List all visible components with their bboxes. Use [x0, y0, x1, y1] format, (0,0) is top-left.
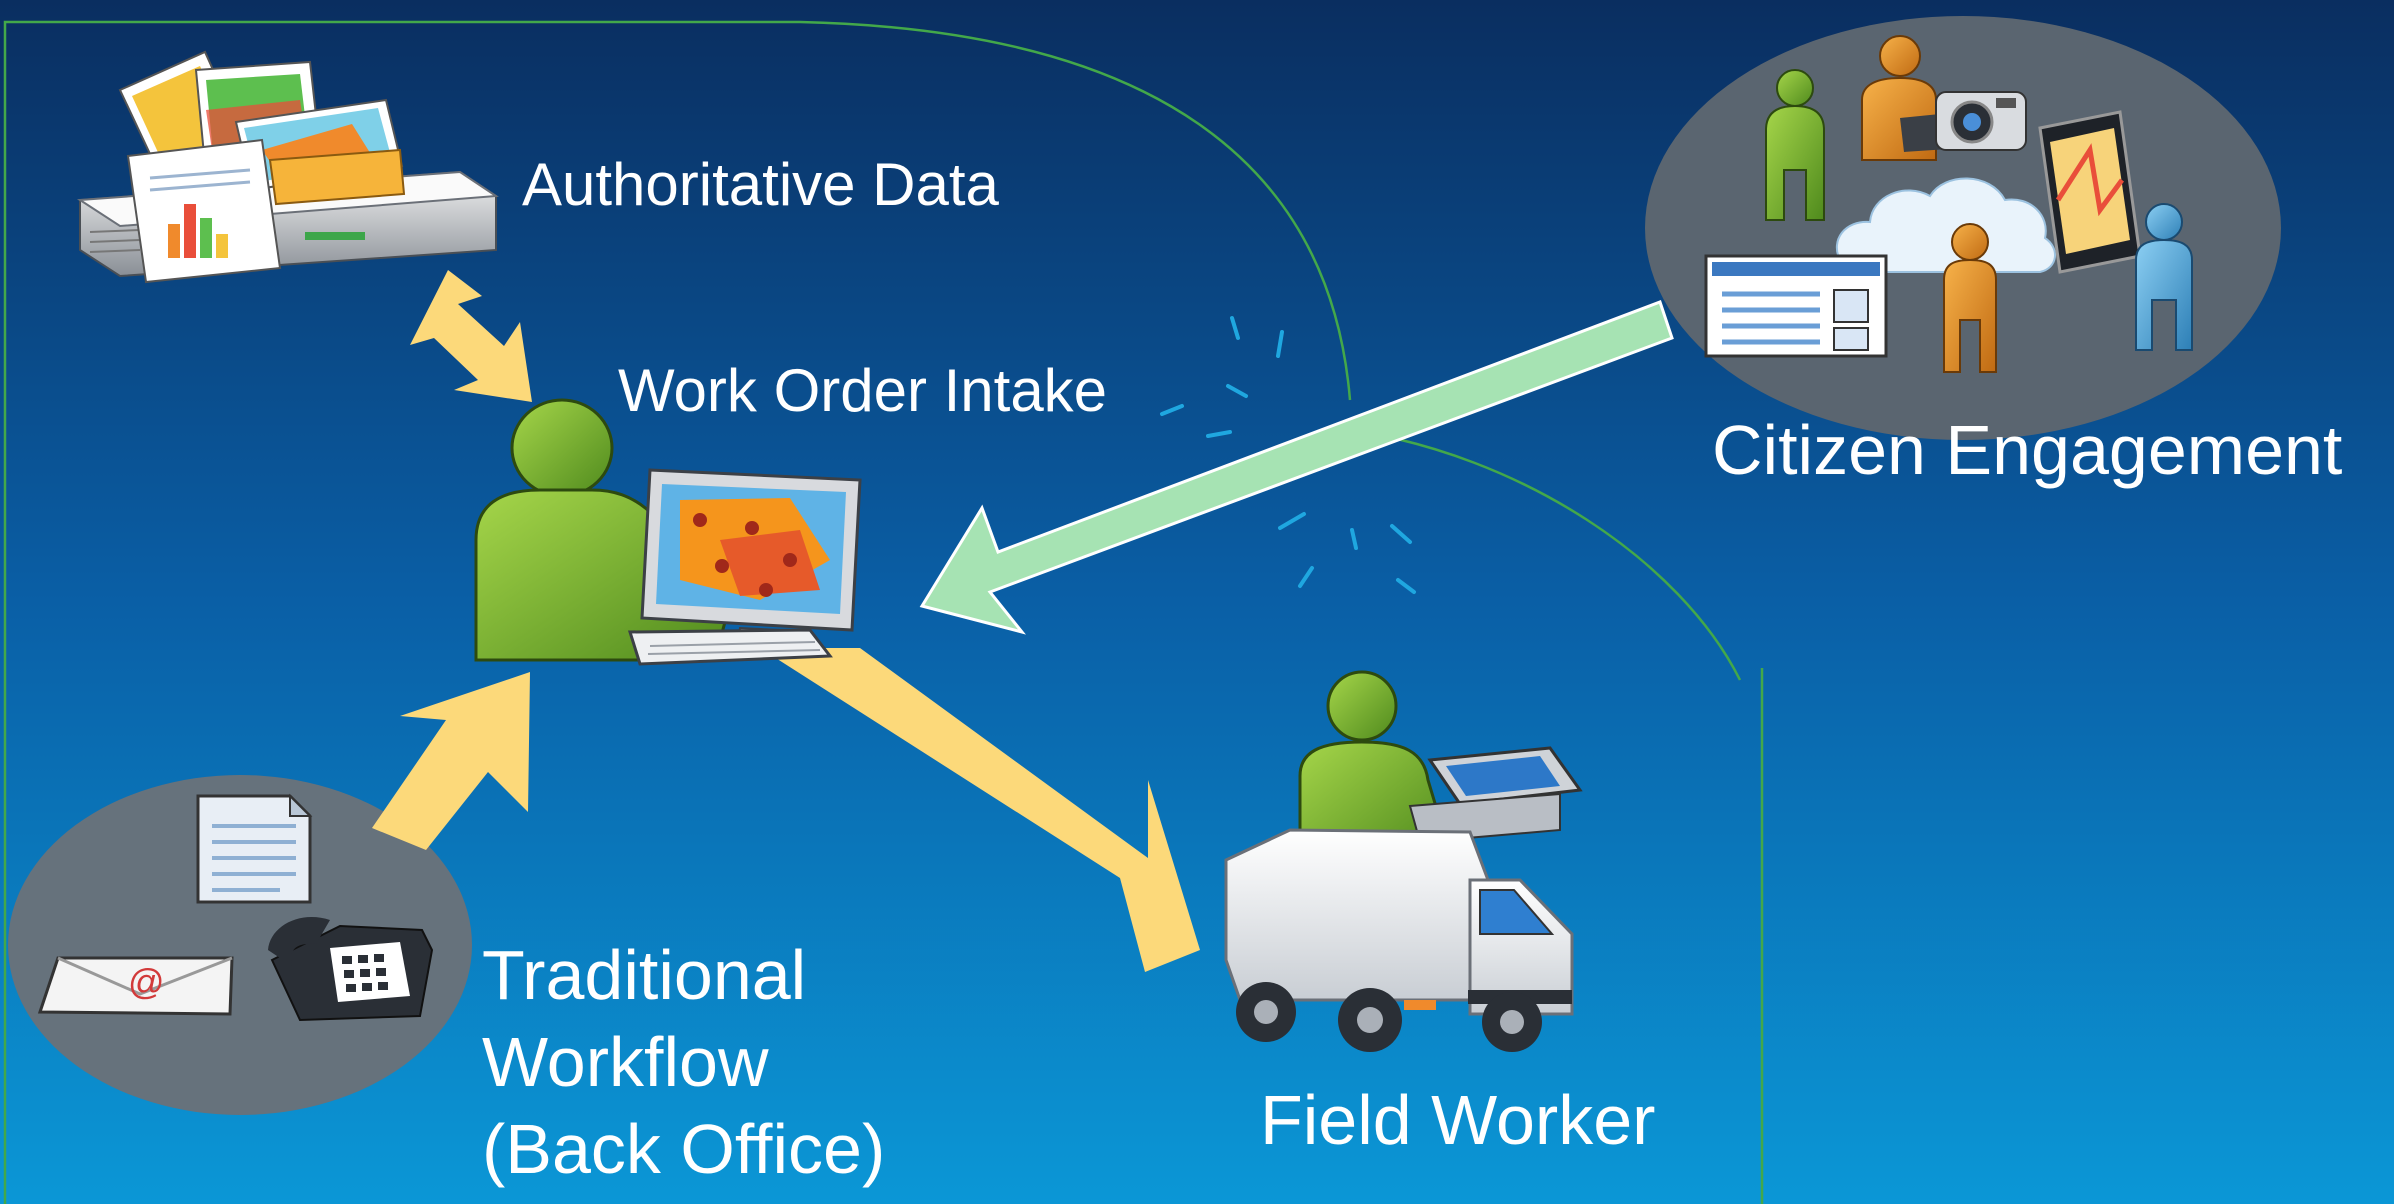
citizens-with-mobile-devices-icon	[1704, 35, 2193, 373]
authoritative-data-label: Authoritative Data	[522, 151, 999, 218]
traditional-workflow-line-2: Workflow	[482, 1023, 769, 1101]
svg-text:@: @	[128, 961, 165, 1002]
zone-boundaries	[3, 20, 1764, 1204]
traditional-bubble	[8, 775, 472, 1115]
traditional-workflow-label: Traditional Workflow (Back Office)	[482, 932, 885, 1193]
traditional-workflow-line-3: (Back Office)	[482, 1110, 886, 1188]
server-with-maps-and-documents-icon	[76, 50, 499, 284]
document-email-phone-icon: @	[37, 793, 434, 1022]
intake-to-fieldworker-arrow	[760, 648, 1200, 972]
auth-intake-double-arrow	[410, 270, 532, 402]
traditional-to-intake-arrow	[372, 672, 530, 850]
field-worker-label: Field Worker	[1260, 1081, 1656, 1159]
outer-zone-boundary	[1349, 428, 1742, 681]
citizen-to-intake-arrow	[919, 300, 1674, 635]
work-order-intake-label: Work Order Intake	[618, 357, 1108, 424]
inner-zone-boundary	[3, 20, 1352, 1204]
traditional-workflow-line-1: Traditional	[482, 936, 807, 1014]
person-at-computer-icon	[474, 398, 862, 666]
worker-with-tablet-on-truck-icon	[1224, 670, 1583, 1052]
citizen-engagement-label: Citizen Engagement	[1712, 411, 2343, 489]
signal-dashes	[1160, 316, 1416, 594]
